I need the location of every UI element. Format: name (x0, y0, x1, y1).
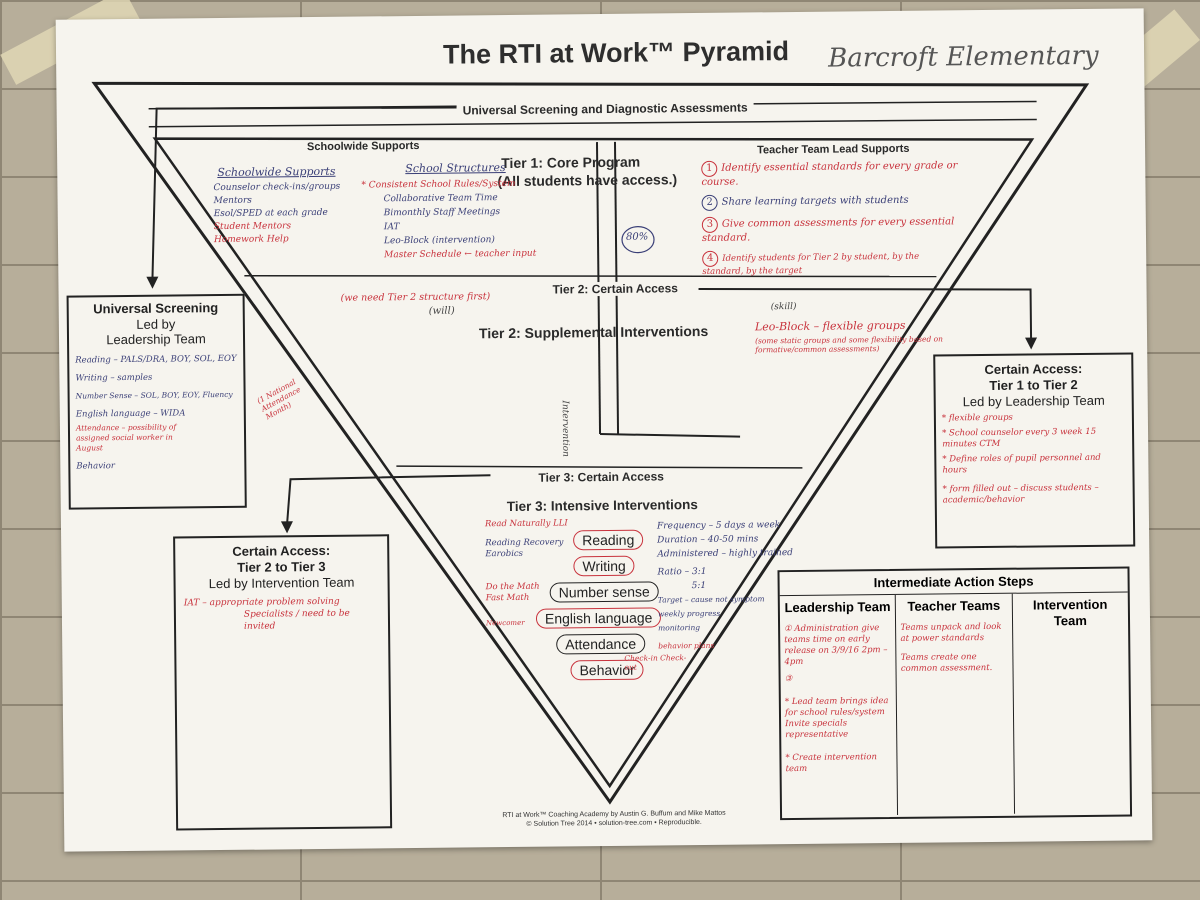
action-col-heading: Teacher Teams (907, 597, 1001, 614)
structures-heading: School Structures (405, 161, 506, 176)
tier2-tier3-divider (396, 465, 803, 469)
tier1-divider (244, 275, 937, 278)
tier3-right-note: Administered – highly trained (657, 548, 793, 560)
certain-access-1-2-box: Certain Access: Tier 1 to Tier 2 Led by … (933, 352, 1136, 549)
tier3-left-note: Read Naturally LLI (484, 518, 568, 530)
screening-item: Writing – samples (75, 372, 153, 384)
action-note: * Create intervention team (785, 752, 877, 775)
poster-title: The RTI at Work™ Pyramid (442, 36, 790, 70)
action-col-heading: Intervention Team (1032, 596, 1108, 629)
team-item-text: Identify essential standards for every g… (701, 160, 958, 188)
action-note: * Lead team brings idea for school rules… (784, 696, 889, 741)
arrowhead-certain-access-2-3 (280, 521, 293, 534)
tier2-skill-note: (skill) (770, 301, 797, 313)
team-item-number: 3 (701, 216, 718, 233)
team-item-number: 2 (701, 194, 718, 211)
percent-circle (621, 226, 655, 254)
screening-item: Attendance – possibility of assigned soc… (75, 422, 177, 453)
tier2-certain-access-label: Tier 2: Certain Access (546, 281, 684, 297)
tier3-area-attendance: Attendance (556, 633, 646, 655)
team-item-text: Give common assessments for every essent… (701, 216, 955, 244)
tier3-right-note: weekly progress monitoring (657, 608, 721, 633)
team-item-text: Share learning targets with students (721, 194, 909, 208)
tier2-leo-detail: (some static groups and some flexibility… (755, 334, 944, 355)
intervention-vertical-label: Intervention (559, 400, 571, 457)
schoolwide-heading: Schoolwide Supports (217, 164, 336, 180)
arrow-to-certain-access-2-3 (285, 474, 491, 526)
poster-footer: RTI at Work™ Coaching Academy by Austin … (484, 809, 744, 830)
screening-item: English language – WIDA (75, 408, 186, 420)
universal-screening-title: Universal Screening (93, 300, 219, 317)
certain-access-1-2-led: Led by Leadership Team (962, 392, 1105, 410)
percent-note: 80% (625, 231, 649, 243)
certain-access-1-2-item: * flexible groups (941, 412, 1013, 424)
teacher-team-label: Teacher Team Lead Supports (757, 142, 910, 157)
tier3-left-note: Fast Math (485, 592, 530, 604)
channel-bottom (600, 433, 741, 438)
certain-access-1-2-item: * School counselor every 3 week 15 minut… (942, 426, 1097, 450)
certain-access-2-3-items: IAT – appropriate problem solving Specia… (176, 589, 388, 639)
arrow-to-certain-access-1-2 (698, 288, 1033, 342)
tier3-certain-access-label: Tier 3: Certain Access (538, 469, 664, 485)
outer-triangle (91, 81, 1090, 805)
certain-access-2-3-box: Certain Access: Tier 2 to Tier 3 Led by … (173, 534, 393, 831)
screening-item: Reading – PALS/DRA, BOY, SOL, EOY (75, 353, 237, 366)
tier1-title: Tier 1: Core Program (501, 153, 641, 172)
tier2-will-note: (will) (428, 305, 455, 317)
action-note: Teams unpack and look at power standards (900, 621, 1002, 644)
certain-access-1-2-item: * form filled out – discuss students – a… (942, 482, 1099, 506)
rti-poster: The RTI at Work™ Pyramid Barcroft Elemen… (55, 8, 1153, 852)
structures-items: * Consistent School Rules/System Collabo… (361, 176, 592, 262)
action-col-teacher-teams: Teacher Teams Teams unpack and look at p… (896, 593, 1015, 815)
tier3-left-notes: Read Naturally LLI Reading Recovery Earo… (485, 518, 586, 629)
team-item-number: 4 (702, 250, 719, 267)
tier3-left-note: Newcomer (485, 618, 525, 628)
arrowhead-universal-screening (146, 276, 159, 289)
action-col-intervention-team: Intervention Team (1012, 593, 1130, 814)
certain-access-2-3-item: Specialists / need to be invited (243, 608, 350, 632)
action-note: ③ (784, 674, 793, 685)
screening-item: Number Sense – SOL, BOY, EOY, Fluency (75, 389, 233, 401)
tier2-structure-note: (we need Tier 2 structure first) (340, 291, 491, 304)
schoolwide-supports-label: Schoolwide Supports (306, 139, 420, 154)
team-item-number: 1 (701, 160, 718, 177)
tier3-title: Tier 3: Intensive Interventions (506, 497, 698, 515)
screening-item: Behavior (76, 461, 115, 472)
action-note: ① Administration give teams time on earl… (784, 623, 888, 668)
schoolwide-item: Counselor check-ins/groups (213, 181, 341, 194)
tier2-title: Tier 2: Supplemental Interventions (478, 322, 709, 342)
arrowhead-certain-access-1-2 (1025, 337, 1038, 350)
tier2-leo-block: Leo-Block – flexible groups (754, 318, 906, 334)
schoolwide-items: Counselor check-ins/groups Mentors Esol/… (213, 181, 354, 247)
universal-screening-box: Universal Screening Led by Leadership Te… (66, 293, 247, 510)
action-steps-table: Intermediate Action Steps Leadership Tea… (777, 566, 1133, 821)
tier3-right-note: Check-in Check-out (624, 653, 687, 672)
tier3-left-note: Earobics (485, 548, 524, 560)
action-note: Teams create one common assessment. (900, 652, 993, 674)
action-col-leadership: Leadership Team ① Administration give te… (779, 594, 899, 817)
structures-item: Master Schedule ← teacher input (384, 248, 537, 261)
team-item-text: Identify students for Tier 2 by student,… (702, 251, 920, 277)
certain-access-1-2-items: * flexible groups * School counselor eve… (936, 407, 1133, 510)
school-name: Barcroft Elementary (827, 40, 1099, 74)
action-steps-title: Intermediate Action Steps (779, 568, 1128, 597)
schoolwide-item: Homework Help (213, 234, 289, 246)
arrow-to-universal-screening (151, 106, 457, 281)
certain-access-1-2-item: * Define roles of pupil personnel and ho… (942, 452, 1101, 476)
action-col-heading: Leadership Team (784, 599, 891, 616)
inner-triangle (152, 137, 1035, 789)
band-line-bottom (148, 118, 1037, 128)
universal-screening-items: Reading – PALS/DRA, BOY, SOL, EOY Writin… (69, 346, 244, 480)
action-steps-columns: Leadership Team ① Administration give te… (779, 593, 1130, 817)
